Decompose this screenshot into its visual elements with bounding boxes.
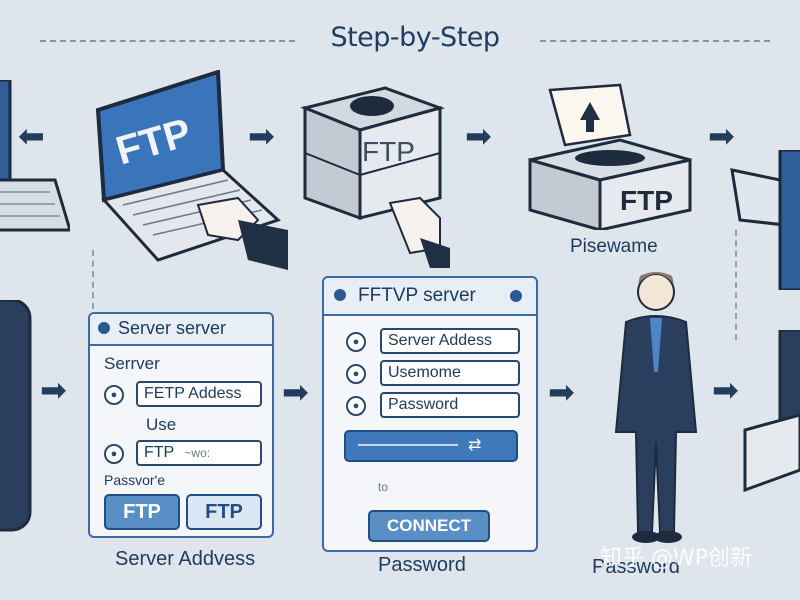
person-with-tablet-illustration xyxy=(730,148,800,292)
panel-title: FFTVP server xyxy=(358,285,476,306)
panel-status-icon xyxy=(334,289,346,301)
window-control-icon[interactable] xyxy=(510,290,522,302)
user-field-suffix: ~wo: xyxy=(184,446,211,460)
arrow-right-icon: ➡ xyxy=(548,373,575,411)
ftp-server: FTP xyxy=(290,78,450,268)
arrow-right-icon: ➡ xyxy=(282,373,309,411)
user-field[interactable]: FTP ~wo: xyxy=(136,440,262,466)
dashed-guide xyxy=(735,230,737,340)
transfer-arrows-icon: ⇄ xyxy=(468,437,482,454)
upload-caption: Pisewame xyxy=(570,236,658,257)
arrow-left-icon: ⬅ xyxy=(18,117,45,155)
business-person xyxy=(606,262,706,552)
ftp-button[interactable]: FTP xyxy=(104,494,180,530)
laptop-illustration xyxy=(95,69,288,270)
status-note: to xyxy=(378,480,389,494)
watermark: 知乎 @WP创新 xyxy=(600,546,753,571)
center-panel-caption: Password xyxy=(378,554,466,576)
user-icon: ● xyxy=(104,444,124,464)
password-input[interactable]: Password xyxy=(380,392,520,418)
progress-bar: ⇄ xyxy=(344,430,518,462)
left-laptop xyxy=(0,78,73,250)
panel-header: FFTVP server xyxy=(324,278,536,316)
server-illustration xyxy=(300,86,450,268)
pedestal-illustration xyxy=(743,328,800,493)
ftp-laptop: FTP xyxy=(88,69,288,270)
connect-button[interactable]: CONNECT xyxy=(368,510,490,542)
title-divider-left xyxy=(40,40,295,42)
person-partial-illustration xyxy=(0,298,32,532)
person-caption: Password xyxy=(592,556,680,578)
lock-icon: ● xyxy=(104,385,124,405)
upload-box-illustration xyxy=(528,83,692,232)
ftp-secondary-button[interactable]: FTP xyxy=(186,494,262,530)
server-label: FTP xyxy=(362,136,415,167)
panel-header: Server server xyxy=(90,314,272,346)
panel-status-icon xyxy=(98,322,110,334)
arrow-right-icon: ➡ xyxy=(40,371,67,409)
title-row: Step-by-Step xyxy=(0,18,800,58)
laptop-partial-illustration xyxy=(0,78,73,232)
server-icon: ● xyxy=(346,332,366,352)
lock-icon: ● xyxy=(346,396,366,416)
address-field[interactable]: FETP Addess xyxy=(136,381,262,407)
login-panel: FFTVP server ● Server Addess ● Usemome ●… xyxy=(322,276,538,552)
arrow-right-icon: ➡ xyxy=(248,117,275,155)
username-input[interactable]: Usemome xyxy=(380,360,520,386)
arrow-right-icon: ➡ xyxy=(712,371,739,409)
field-label: Serrver xyxy=(104,354,160,373)
progress-line xyxy=(358,444,458,446)
right-person-bottom xyxy=(740,328,800,500)
left-panel-caption: Server Addvess xyxy=(115,548,256,570)
arrow-right-icon: ➡ xyxy=(708,117,735,155)
panel-title: Server server xyxy=(118,318,227,338)
arrow-right-icon: ➡ xyxy=(465,117,492,155)
user-icon: ● xyxy=(346,364,366,384)
right-person-top xyxy=(730,148,800,292)
user-field-value: FTP xyxy=(144,444,174,461)
field-label: Use xyxy=(146,415,177,434)
dashed-guide xyxy=(92,250,94,330)
person-illustration xyxy=(614,272,698,543)
left-person xyxy=(0,298,40,560)
page-title: Step-by-Step xyxy=(330,22,500,53)
title-divider-right xyxy=(540,40,770,42)
field-label: Passvor'e xyxy=(104,472,166,488)
upload-box: FTP xyxy=(520,80,700,232)
server-address-input[interactable]: Server Addess xyxy=(380,328,520,354)
server-form-panel: Server server Serrver ● FETP Addess Use … xyxy=(88,312,274,538)
upload-box-label: FTP xyxy=(620,185,673,216)
